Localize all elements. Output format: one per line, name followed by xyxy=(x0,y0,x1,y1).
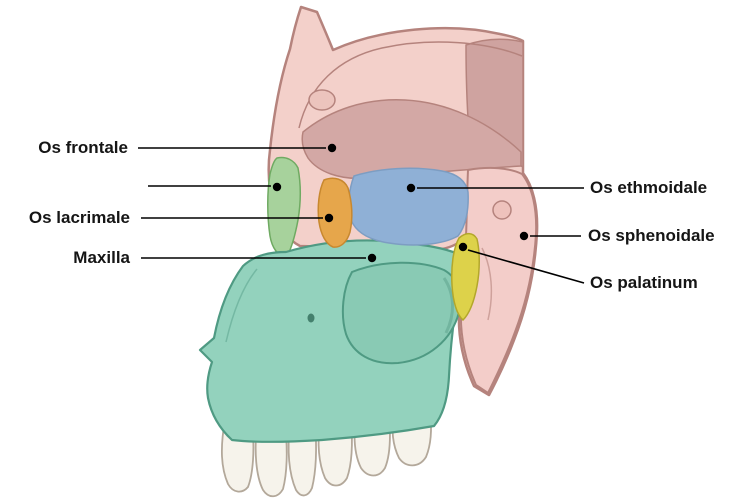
foramen-dot xyxy=(307,313,315,323)
bone-maxilla-region xyxy=(198,239,462,443)
label-os-lacrimale: Os lacrimale xyxy=(28,208,130,227)
leader-dots xyxy=(272,143,529,263)
leader-dot-os-sphenoidale xyxy=(519,231,529,241)
label-os-sphenoidale: Os sphenoidale xyxy=(588,226,715,245)
label-maxilla: Maxilla xyxy=(73,248,130,267)
frontal-sinus xyxy=(308,89,336,111)
leader-dot-os-frontale xyxy=(327,143,337,153)
leader-lines xyxy=(138,147,585,284)
maxillary-opening xyxy=(341,261,462,365)
label-os-ethmoidale: Os ethmoidale xyxy=(590,178,708,197)
leader-dot-os-ethmoidale xyxy=(406,183,416,193)
bone-palatinum-region xyxy=(451,232,480,322)
bone-lacrimale-region xyxy=(317,177,353,248)
label-os-frontale: Os frontale xyxy=(38,138,128,157)
sphenoid-sinus xyxy=(492,200,512,220)
leader-dot-maxilla xyxy=(367,253,377,263)
leader-dot-unlabeled xyxy=(272,182,282,192)
label-os-palatinum: Os palatinum xyxy=(590,273,698,292)
leader-dot-os-lacrimale xyxy=(324,213,334,223)
bone-ethmoidale-region xyxy=(348,167,469,246)
leader-line-os-palatinum xyxy=(467,249,585,284)
cranial-fossa-region xyxy=(301,99,522,180)
leader-dot-os-palatinum xyxy=(458,242,468,252)
